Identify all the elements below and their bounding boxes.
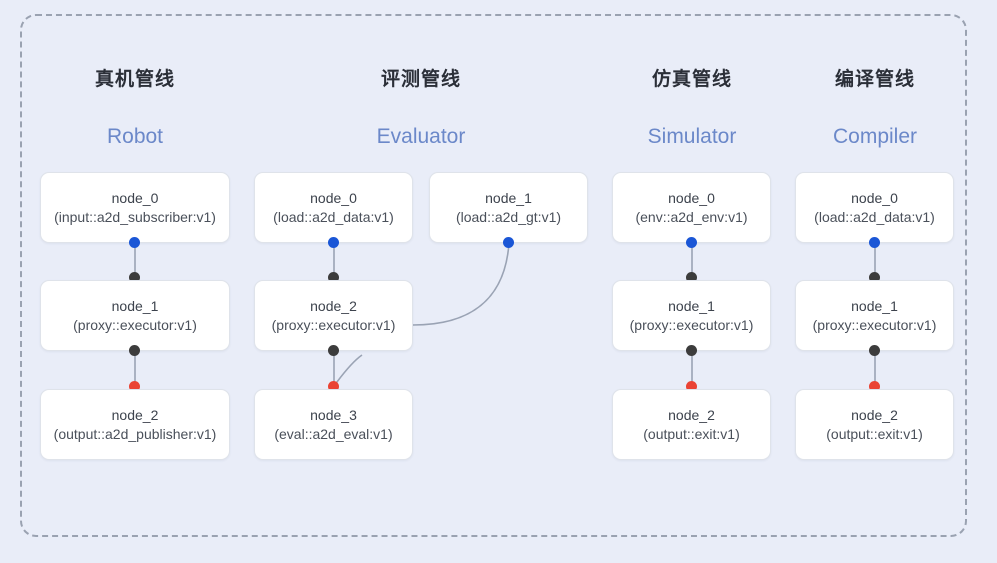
node-compiler-1[interactable]: node_1 (proxy::executor:v1) [795,280,954,351]
port-robot-1-in[interactable] [129,272,140,283]
node-compiler-0[interactable]: node_0 (load::a2d_data:v1) [795,172,954,243]
node-evaluator-3-name: node_3 [310,407,357,423]
node-compiler-0-name: node_0 [851,190,898,206]
node-evaluator-1-type: (load::a2d_gt:v1) [455,209,562,225]
port-evaluator-2-in[interactable] [328,272,339,283]
node-evaluator-2-type: (proxy::executor:v1) [271,317,396,333]
node-compiler-1-type: (proxy::executor:v1) [812,317,937,333]
node-robot-0-type: (input::a2d_subscriber:v1) [54,209,216,225]
port-compiler-1-out[interactable] [869,345,880,356]
node-compiler-0-type: (load::a2d_data:v1) [814,209,935,225]
node-evaluator-1-name: node_1 [485,190,532,206]
column-title-robot: 真机管线 [94,69,175,90]
node-robot-2-name: node_2 [111,407,159,423]
port-evaluator-0-out[interactable] [328,237,339,248]
port-simulator-1-out[interactable] [686,345,697,356]
node-robot-2[interactable]: node_2 (output::a2d_publisher:v1) [40,389,230,460]
port-simulator-2-in[interactable] [686,381,697,392]
column-title-evaluator: 评测管线 [380,69,461,90]
node-simulator-0-name: node_0 [668,190,715,206]
node-evaluator-1[interactable]: node_1 (load::a2d_gt:v1) [429,172,588,243]
node-simulator-1[interactable]: node_1 (proxy::executor:v1) [612,280,771,351]
node-compiler-1-name: node_1 [851,298,898,314]
column-title-simulator: 仿真管线 [651,69,732,90]
column-subtitle-simulator: Simulator [647,125,737,148]
port-simulator-1-in[interactable] [686,272,697,283]
port-evaluator-1-out[interactable] [503,237,514,248]
node-evaluator-2[interactable]: node_2 (proxy::executor:v1) [254,280,413,351]
node-simulator-0-type: (env::a2d_env:v1) [635,209,748,225]
port-evaluator-3-in[interactable] [328,381,339,392]
node-robot-1-name: node_1 [111,298,159,314]
node-simulator-2[interactable]: node_2 (output::exit:v1) [612,389,771,460]
node-compiler-2[interactable]: node_2 (output::exit:v1) [795,389,954,460]
port-robot-1-out[interactable] [129,345,140,356]
port-compiler-2-in[interactable] [869,381,880,392]
node-evaluator-3-type: (eval::a2d_eval:v1) [274,426,393,442]
node-compiler-2-type: (output::exit:v1) [826,426,923,442]
column-subtitle-compiler: Compiler [832,125,918,148]
port-simulator-0-out[interactable] [686,237,697,248]
port-robot-2-in[interactable] [129,381,140,392]
node-evaluator-3[interactable]: node_3 (eval::a2d_eval:v1) [254,389,413,460]
column-subtitle-robot: Robot [106,125,164,148]
node-compiler-2-name: node_2 [851,407,898,423]
node-evaluator-2-name: node_2 [310,298,357,314]
node-simulator-2-type: (output::exit:v1) [643,426,740,442]
node-evaluator-0-name: node_0 [310,190,357,206]
column-title-compiler: 编译管线 [834,69,915,90]
node-simulator-1-name: node_1 [668,298,715,314]
column-subtitle-evaluator: Evaluator [376,125,466,148]
port-evaluator-2-out[interactable] [328,345,339,356]
node-simulator-2-name: node_2 [668,407,715,423]
node-evaluator-0-type: (load::a2d_data:v1) [273,209,394,225]
node-simulator-0[interactable]: node_0 (env::a2d_env:v1) [612,172,771,243]
port-compiler-0-out[interactable] [869,237,880,248]
node-simulator-1-type: (proxy::executor:v1) [629,317,754,333]
node-robot-2-type: (output::a2d_publisher:v1) [53,426,217,442]
node-robot-1-type: (proxy::executor:v1) [73,317,197,333]
node-evaluator-0[interactable]: node_0 (load::a2d_data:v1) [254,172,413,243]
node-robot-0[interactable]: node_0 (input::a2d_subscriber:v1) [40,172,230,243]
port-robot-0-out[interactable] [129,237,140,248]
node-robot-0-name: node_0 [111,190,159,206]
port-compiler-1-in[interactable] [869,272,880,283]
node-robot-1[interactable]: node_1 (proxy::executor:v1) [40,280,230,351]
